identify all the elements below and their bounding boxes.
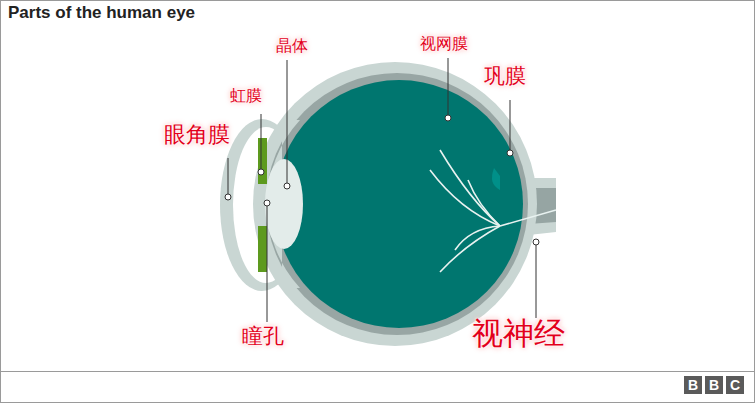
- iris-lower: [258, 226, 267, 272]
- part-label: 巩膜: [484, 66, 526, 87]
- part-label: 视神经: [472, 318, 565, 349]
- logo-block: B: [705, 376, 723, 394]
- logo-letter: B: [709, 377, 719, 393]
- leader-lines: [225, 58, 539, 322]
- logo-block: C: [726, 376, 744, 394]
- lens: [265, 159, 303, 249]
- part-label: 视网膜: [420, 36, 468, 52]
- part-label: 瞳孔: [242, 326, 284, 347]
- iris-upper: [258, 138, 267, 184]
- part-label: 虹膜: [230, 88, 262, 104]
- diagram-title: Parts of the human eye: [8, 3, 195, 23]
- footer-rule: [0, 371, 755, 372]
- logo-letter: B: [688, 377, 698, 393]
- sclera: [253, 62, 537, 346]
- vitreous: [275, 80, 523, 328]
- part-label: 晶体: [276, 38, 308, 54]
- choroid: [266, 73, 528, 335]
- part-label: 眼角膜: [164, 124, 230, 146]
- logo-block: B: [684, 376, 702, 394]
- retinal-vessels: [430, 150, 556, 272]
- logo-letter: C: [730, 377, 740, 393]
- macula: [492, 168, 500, 190]
